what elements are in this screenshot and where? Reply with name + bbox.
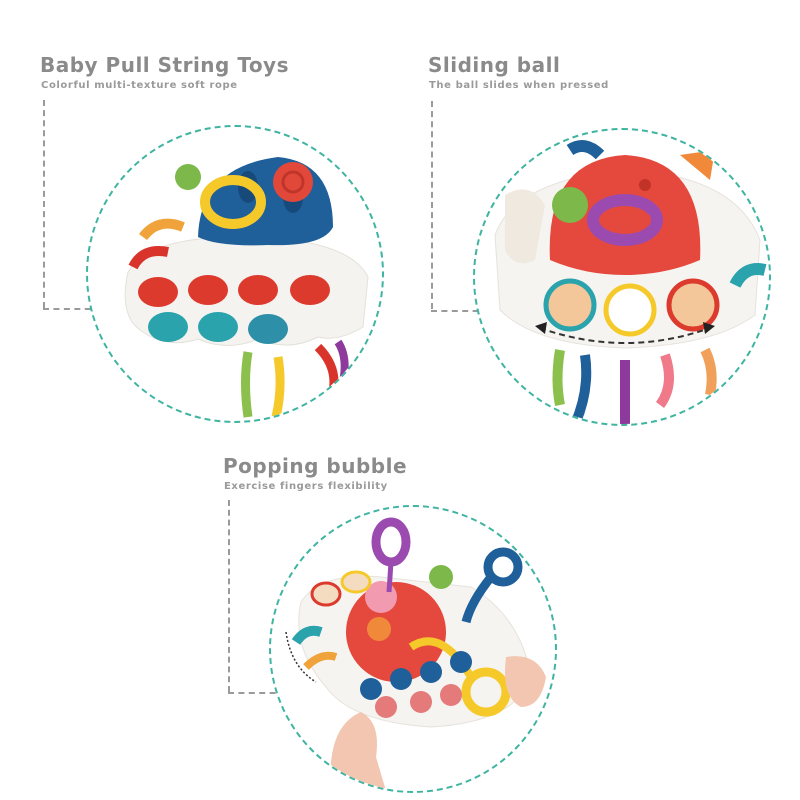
leader-line-vertical [43, 100, 45, 308]
panel-title: Baby Pull String Toys [40, 53, 289, 77]
panel-title: Popping bubble [223, 454, 408, 478]
panel-subtitle: The ball slides when pressed [429, 80, 609, 91]
hands-with-toy-image [285, 517, 546, 791]
toy-blue-dome-image [124, 157, 369, 419]
panel-subtitle: Colorful multi-texture soft rope [41, 80, 238, 91]
panel-title: Sliding ball [428, 53, 561, 77]
product-image-circle [86, 125, 384, 423]
panel-subtitle: Exercise fingers flexibility [224, 481, 388, 492]
toy-red-dome-image [494, 140, 767, 424]
leader-line-vertical [431, 101, 433, 309]
product-image-circle [473, 128, 771, 426]
leader-line-vertical [228, 500, 230, 692]
product-image-circle [269, 505, 557, 793]
